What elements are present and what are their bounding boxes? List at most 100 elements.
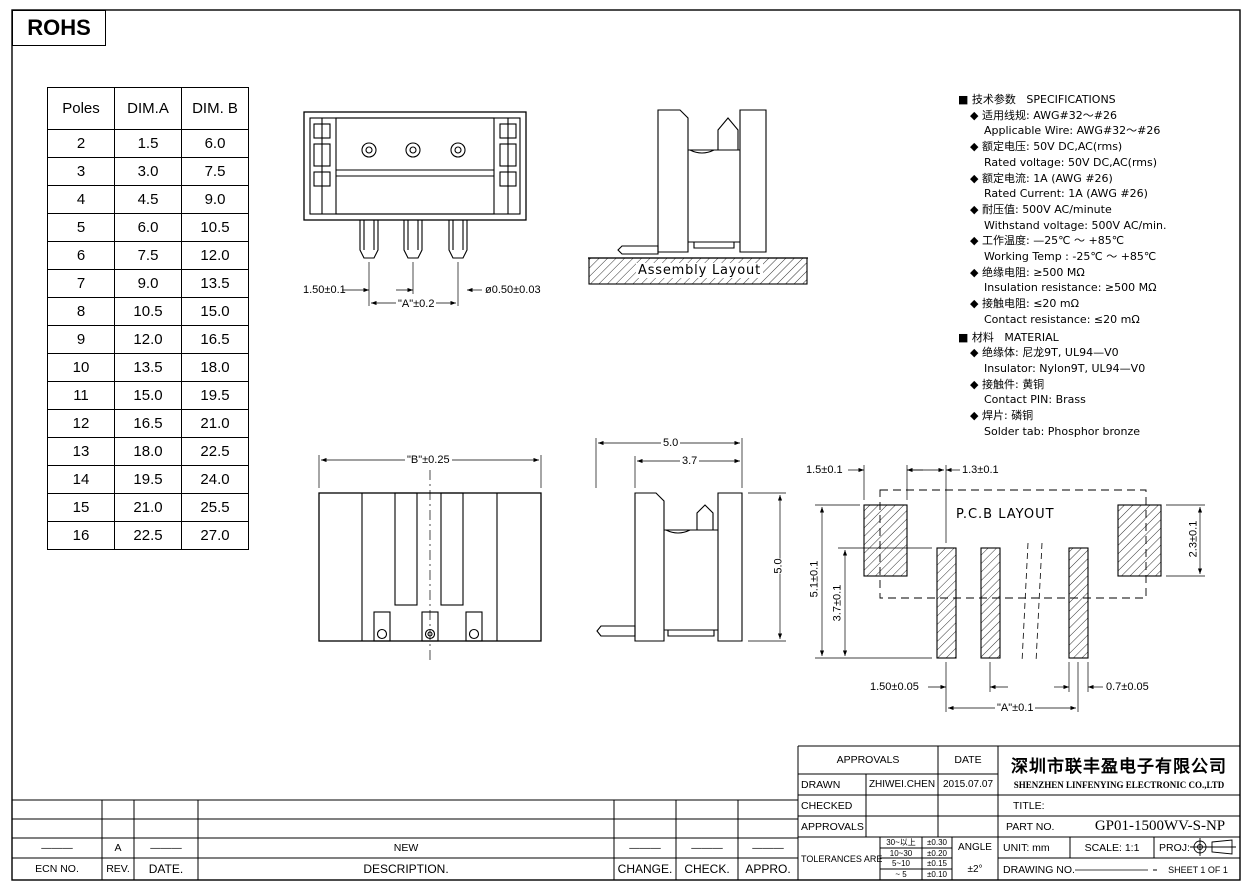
dim-pitch: 1.50±0.1 [303, 284, 346, 296]
angle-label: ANGLE [958, 842, 992, 853]
tol-value-0: ±0.30 [927, 838, 947, 847]
spec-title-en: SPECIFICATIONS [1026, 93, 1116, 106]
table-cell: 7.5 [181, 157, 249, 186]
change-header: CHANGE. [617, 862, 673, 876]
diamond-bullet-icon: ◆ [970, 346, 982, 360]
dim-pin-dia: ø0.50±0.03 [485, 284, 541, 296]
sheet-frame [11, 9, 1241, 881]
table-cell: 10.5 [114, 297, 182, 326]
table-cell: 22.5 [114, 521, 182, 550]
diamond-bullet-icon: ◆ [970, 265, 982, 279]
spec-item-en: Rated voltage: 50V DC,AC(rms) [984, 155, 1158, 169]
spec-item: ◆ 额定电流: 1A (AWG #26) [958, 171, 1167, 187]
spec-item-cn: 额定电压: [981, 140, 1030, 154]
rev-letter: A [114, 842, 122, 854]
description-header: DESCRIPTION. [363, 862, 449, 876]
rev-change-dash: ——— [629, 842, 661, 854]
spec-item: ◆ 耐压值: 500V AC/minute [958, 202, 1167, 218]
spec-item-cn-value: ≥500 MΩ [1033, 265, 1085, 279]
spec-item-cn-value: 黄铜 [1022, 377, 1045, 391]
table-cell: 9 [47, 325, 115, 354]
table-cell: 16.5 [114, 409, 182, 438]
table-cell: 27.0 [181, 521, 249, 550]
spec-item-cn-value: 500V AC/minute [1022, 202, 1112, 216]
table-cell: 4.5 [114, 185, 182, 214]
tol-range-1: 10~30 [889, 848, 913, 858]
tolerances-label: TOLERANCES ARE [801, 853, 883, 864]
unit-label: UNIT: mm [1003, 841, 1050, 854]
table-cell: 6.0 [181, 129, 249, 158]
table-cell: 5 [47, 213, 115, 242]
angle-value: ±2° [967, 863, 983, 875]
table-cell: 12.0 [114, 325, 182, 354]
tol-range-3: ~ 5 [895, 870, 907, 879]
pole-table-header: Poles DIM.A DIM. B [47, 87, 249, 130]
diamond-bullet-icon: ◆ [970, 140, 982, 154]
diamond-bullet-icon: ◆ [970, 234, 982, 248]
table-cell: 3 [47, 157, 115, 186]
drawn-by: ZHIWEI.CHEN [868, 779, 936, 790]
spec-item: ◆ 额定电压: 50V DC,AC(rms) [958, 139, 1167, 155]
spec-item-cn: 焊片: [981, 409, 1008, 423]
spec-title-cn: 技术参数 [971, 93, 1016, 106]
table-cell: 2 [47, 129, 115, 158]
col-header: DIM.A [114, 87, 182, 130]
spec-item: ◆ 接触件: 黄铜 [958, 377, 1167, 393]
square-bullet-icon: ■ [958, 93, 969, 106]
spec-item-cn: 耐压值: [981, 202, 1019, 216]
approvals-header: APPROVALS [836, 754, 900, 766]
spec-item-cn: 适用线规: [981, 108, 1030, 122]
dim-pcb-150: 1.50±0.05 [870, 681, 919, 693]
spec-item-en: Contact PIN: Brass [984, 393, 1086, 407]
spec-item-cn: 绝缘电阻: [981, 265, 1030, 279]
spec-item-cn-value: 50V DC,AC(rms) [1033, 140, 1123, 154]
drawing-no-label: DRAWING NO. [1003, 864, 1075, 876]
table-cell: 19.5 [181, 381, 249, 410]
checked-label: CHECKED [801, 799, 853, 812]
spec-item: ◆ 适用线规: AWG#32～#26 [958, 108, 1167, 124]
spec-heading: ■ 技术参数 SPECIFICATIONS [958, 92, 1167, 108]
proj-label: PROJ: [1159, 841, 1190, 854]
table-cell: 21.0 [114, 493, 182, 522]
scale-label: SCALE: 1:1 [1084, 841, 1140, 854]
diamond-bullet-icon: ◆ [970, 377, 982, 391]
rev-dash: ——— [41, 842, 73, 854]
material-title-cn: 材料 [971, 330, 994, 344]
date-col-header: DATE. [148, 862, 184, 876]
tol-range-2: 5~10 [891, 859, 911, 868]
top-view [303, 111, 527, 306]
table-cell: 10 [47, 353, 115, 382]
tol-value-2: ±0.15 [927, 859, 947, 868]
table-cell: 8 [47, 297, 115, 326]
part-no-label: PART NO. [1006, 820, 1055, 833]
spec-item-cn-value: 尼龙9T, UL94—V0 [1022, 346, 1119, 360]
rohs-badge: ROHS [12, 10, 106, 46]
spec-item-en: Applicable Wire: AWG#32～#26 [984, 124, 1161, 138]
dim-height-5: 5.0 [772, 558, 785, 574]
spec-item-cn: 额定电流: [981, 171, 1030, 185]
table-cell: 11 [47, 381, 115, 410]
spec-item-en: Rated Current: 1A (AWG #26) [984, 187, 1148, 201]
table-cell: 6 [47, 241, 115, 270]
dim-pcb-37: 3.7±0.1 [831, 584, 844, 622]
approvals-label: APPROVALS [801, 820, 864, 833]
dim-a: "A"±0.2 [396, 298, 437, 310]
sheet-label: SHEET 1 OF 1 [1168, 865, 1228, 875]
table-cell: 13 [47, 437, 115, 466]
diamond-bullet-icon: ◆ [970, 171, 982, 185]
pcb-layout [815, 465, 1205, 712]
appro-header: APPRO. [745, 862, 791, 876]
side-view [595, 438, 786, 642]
spec-item: ◆ 绝缘体: 尼龙9T, UL94—V0 [958, 345, 1167, 361]
table-cell: 19.5 [114, 465, 182, 494]
